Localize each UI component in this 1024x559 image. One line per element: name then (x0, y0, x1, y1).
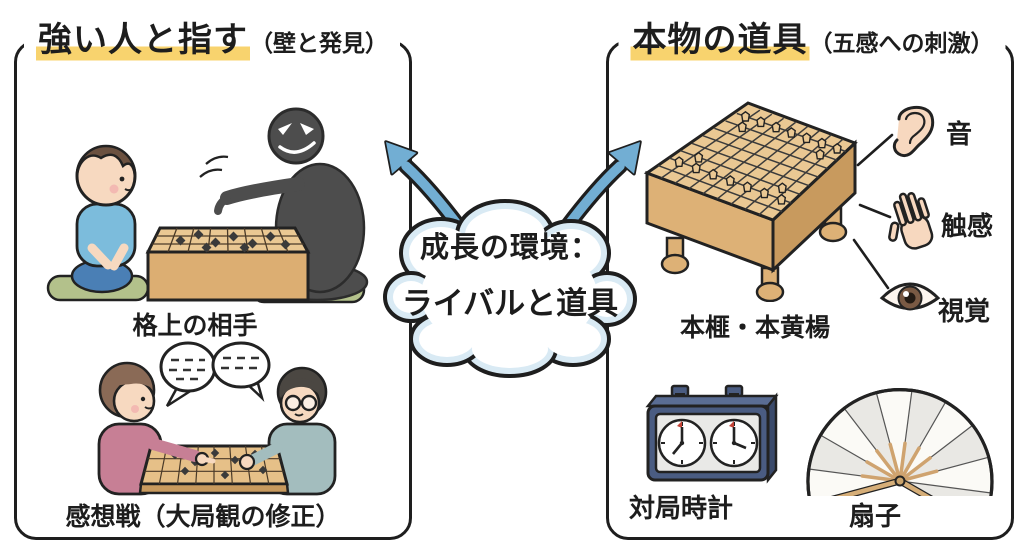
left-panel-title-note: （壁と発見） (250, 30, 388, 56)
sense-label-sight: 視覚 (938, 296, 991, 326)
boy-figure (70, 144, 137, 294)
caption-stronger-opponent: 格上の相手 (132, 312, 258, 340)
glasses-icon (284, 394, 318, 412)
fan-guard-sticks (830, 477, 934, 496)
cloud-text-line2: ライバルと道具 (401, 286, 619, 321)
shogi-table (145, 226, 311, 302)
board-legs (660, 204, 848, 302)
board-pieces (175, 229, 291, 253)
man-figure (267, 366, 337, 496)
caption-review-session: 感想戦（大局観の修正） (65, 503, 341, 531)
sense-connector-lines (852, 133, 894, 290)
caption-fan: 扇子 (848, 501, 901, 531)
boy-hair (75, 144, 137, 176)
ear-icon (892, 106, 935, 158)
cloud-text: 成長の環境： ライバルと道具 (394, 224, 626, 323)
cloud-fill (393, 209, 627, 368)
fan-ribs (860, 441, 939, 483)
growth-cloud-bubble (383, 199, 637, 378)
cloud-text-line1: 成長の環境： (419, 232, 600, 264)
clock-face-left (657, 418, 707, 468)
hand-icon (888, 192, 934, 250)
right-panel-title: 本物の道具（五感への刺激） (618, 21, 1006, 62)
right-panel-title-main: 本物の道具 (630, 21, 810, 62)
board-top-face (643, 101, 858, 222)
kaya-shogi-board-illustration (643, 101, 858, 302)
folding-fan-icon (806, 388, 994, 496)
caption-game-clock: 対局時計 (628, 493, 733, 523)
clock-face-right (709, 418, 759, 468)
speech-bubbles (159, 341, 271, 408)
caption-board-material: 本榧・本黄楊 (679, 314, 830, 342)
sense-label-sound: 音 (946, 119, 973, 149)
review-discussion-illustration (97, 341, 337, 496)
boy-vs-shadow-illustration (46, 107, 369, 304)
sense-label-touch: 触感 (941, 211, 994, 241)
right-panel-title-note: （五感への刺激） (809, 30, 994, 56)
left-panel-title-main: 強い人と指す (36, 21, 250, 62)
eye-icon (879, 282, 941, 311)
game-clock-icon (645, 384, 779, 484)
left-panel-title: 強い人と指す（壁と発見） (24, 21, 400, 62)
